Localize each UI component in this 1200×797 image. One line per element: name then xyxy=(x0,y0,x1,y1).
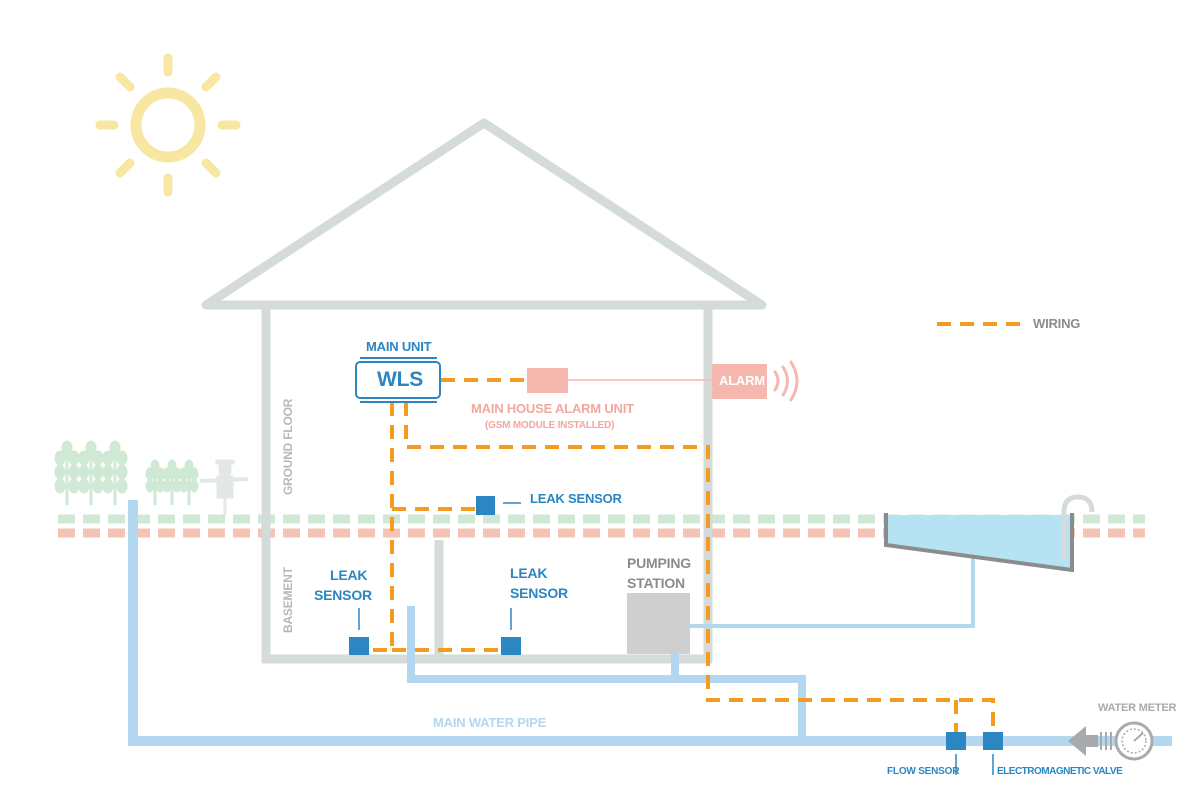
alarm-box xyxy=(712,364,767,399)
water-pipes xyxy=(128,500,1172,746)
pumping-station-label-1: PUMPING xyxy=(627,555,691,571)
pumping-station xyxy=(627,593,690,654)
flow-sensor-label: FLOW SENSOR xyxy=(887,766,960,777)
leak-sensor-basement-left xyxy=(349,637,369,655)
alarm-unit-label: MAIN HOUSE ALARM UNIT xyxy=(471,401,634,416)
swimming-pool-icon xyxy=(884,494,1095,573)
pumping-station-label-2: STATION xyxy=(627,575,685,591)
legend-wiring-label: WIRING xyxy=(1033,316,1081,331)
ground-floor-label: GROUND FLOOR xyxy=(281,398,295,495)
scarecrow-icon xyxy=(199,459,249,515)
wls-label: WLS xyxy=(377,368,424,391)
garden-plants-icon xyxy=(54,439,200,507)
water-meter-label: WATER METER xyxy=(1098,702,1177,714)
leak-sensor-mid-label-2: SENSOR xyxy=(510,585,568,601)
leak-sensor-ground xyxy=(476,496,495,515)
flow-sensor xyxy=(946,732,966,750)
electromagnetic-valve-label: ELECTROMAGNETIC VALVE xyxy=(997,766,1123,777)
basement-label: BASEMENT xyxy=(281,567,295,633)
water-meter-icon xyxy=(1068,721,1154,761)
leak-sensor-ground-label: LEAK SENSOR xyxy=(530,491,622,506)
alarm-label: ALARM xyxy=(719,373,765,388)
leak-sensor-mid-label-1: LEAK xyxy=(510,565,548,581)
main-water-pipe-label: MAIN WATER PIPE xyxy=(433,715,547,730)
wiring-lines xyxy=(360,378,995,735)
leak-sensor-left-label-2: SENSOR xyxy=(314,587,372,603)
alarm-signal-icon xyxy=(773,360,799,402)
electromagnetic-valve xyxy=(983,732,1003,750)
alarm-unit-box xyxy=(527,368,568,393)
alarm-unit-sublabel: (GSM MODULE INSTALLED) xyxy=(485,420,615,431)
house-outline xyxy=(201,118,767,664)
leak-sensor-basement-mid xyxy=(501,637,521,655)
sun-icon xyxy=(95,53,241,197)
main-unit-wls xyxy=(355,357,441,403)
main-unit-label: MAIN UNIT xyxy=(366,339,432,354)
leak-sensor-left-label-1: LEAK xyxy=(330,567,368,583)
